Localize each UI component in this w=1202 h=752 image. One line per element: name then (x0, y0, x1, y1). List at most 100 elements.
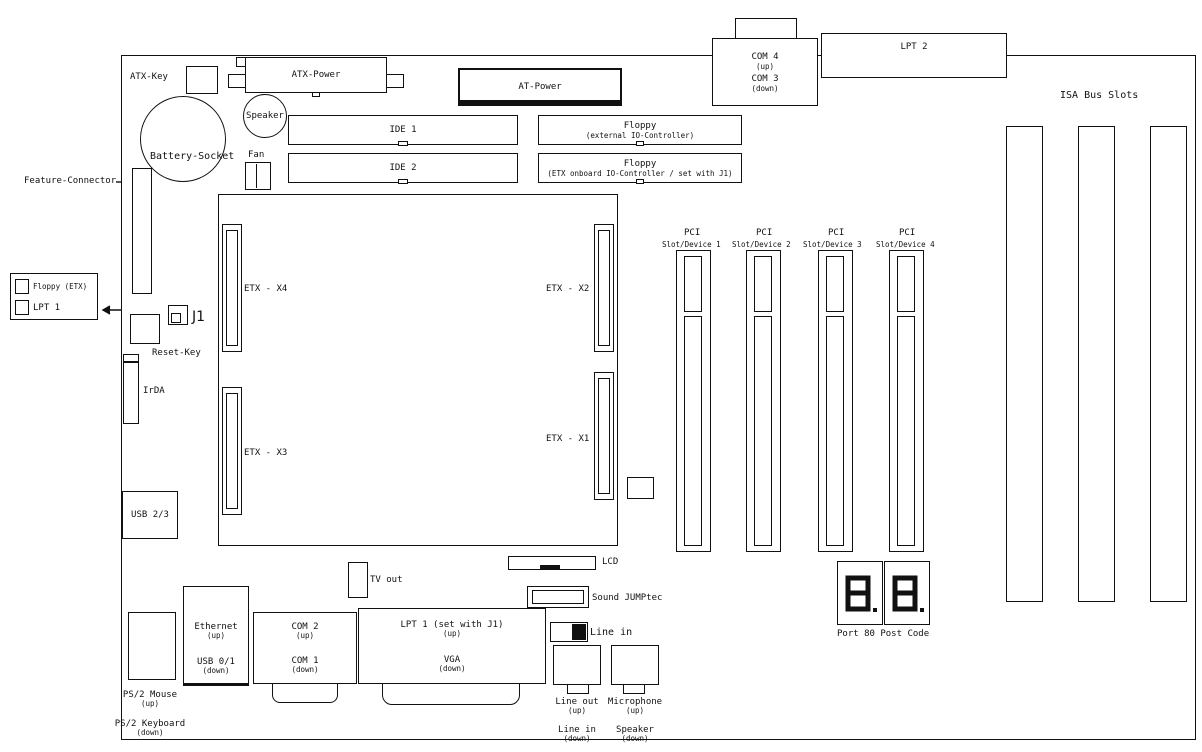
com1-sub: (down) (291, 665, 319, 675)
floppy-etx-key (636, 179, 644, 184)
ethernet-sub: (up) (206, 631, 226, 641)
line-in-fill (572, 624, 586, 640)
ide2-label: IDE 2 (389, 163, 417, 173)
com1-label: COM 1 (291, 656, 319, 666)
usb01-label-group: USB 0/1 (down) (183, 657, 249, 676)
irda-connector (123, 362, 139, 424)
lpt1-vga-connector (358, 608, 546, 684)
pci-slot-1-lower (684, 316, 702, 546)
usb01-sub: (down) (202, 666, 230, 676)
atx-power-side-right (386, 74, 404, 88)
microphone-label-group: Microphone (up) (600, 697, 670, 716)
pci-slot-3-sub: Slot/Device 3 (803, 240, 862, 249)
speaker-out-sub: (down) (621, 734, 649, 744)
port80-label: Port 80 Post Code (837, 629, 930, 639)
atx-power-side-left (228, 74, 246, 88)
etx-module (218, 194, 618, 546)
com3-sub: (down) (751, 83, 779, 93)
lcd-connector (508, 556, 596, 570)
fan-divider (256, 164, 258, 188)
vga-label-group: VGA (down) (358, 655, 546, 674)
usb01-label: USB 0/1 (197, 657, 235, 667)
ide1-connector: IDE 1 (288, 115, 518, 145)
ps2-keyboard-label-group: PS/2 Keyboard (down) (100, 719, 200, 738)
tv-out-label: TV out (370, 575, 403, 585)
floppy-external-key (636, 141, 644, 146)
etx-x4-inner (226, 230, 238, 346)
at-power-label: AT-Power (518, 82, 562, 92)
isa-bus-slots-label: ISA Bus Slots (1060, 90, 1139, 101)
j1-floppy-jumper (15, 279, 29, 294)
line-in-bottom-label: Line in (558, 725, 596, 735)
ps2-mouse-label: PS/2 Mouse (122, 690, 178, 700)
lpt1-label: LPT 1 (set with J1) (400, 620, 504, 630)
lpt1-label-group: LPT 1 (set with J1) (up) (358, 620, 546, 639)
at-power-connector: AT-Power (458, 68, 622, 106)
speaker-out-label-group: Speaker (down) (600, 725, 670, 744)
sound-jumptec-label: Sound JUMPtec (592, 593, 663, 603)
feature-connector (132, 168, 152, 294)
line-out-label: Line out (555, 697, 599, 707)
at-power-base (460, 100, 620, 104)
ide1-label: IDE 1 (389, 125, 417, 135)
pci-slot-2-sub: Slot/Device 2 (732, 240, 791, 249)
pci-slot-4-upper (897, 256, 915, 312)
floppy-etx-label: Floppy (623, 158, 657, 169)
sound-jumptec-inner (532, 590, 584, 604)
lpt2-connector: LPT 2 (821, 33, 1007, 78)
atx-power-notch (312, 92, 320, 97)
etx-x4-label: ETX - X4 (244, 284, 288, 294)
pci-slot-3-title: PCI (828, 228, 845, 238)
atx-key[interactable] (186, 66, 218, 94)
small-chip (627, 477, 654, 499)
floppy-external-connector: Floppy (external IO-Controller) (538, 115, 742, 145)
microphone-label: Microphone (607, 697, 663, 707)
j1-label: J1 (192, 309, 206, 325)
ps2-connector (128, 612, 176, 680)
etx-x3-inner (226, 393, 238, 509)
line-out-label-group: Line out (up) (545, 697, 609, 716)
com2-com1-connector (253, 612, 357, 684)
lcd-pins (540, 565, 560, 569)
line-in-bottom-sub: (down) (563, 734, 591, 744)
feature-connector-label: Feature-Connector (24, 176, 117, 186)
speaker-buzzer (243, 94, 287, 138)
microphone-speaker-jack (611, 645, 659, 685)
irda-top (123, 354, 139, 362)
etx-x1-label: ETX - X1 (546, 434, 590, 444)
com2-sub: (up) (295, 631, 315, 641)
isa-slot-2 (1078, 126, 1115, 602)
fan-label: Fan (248, 150, 265, 160)
pci-slot-2-title: PCI (756, 228, 773, 238)
atx-power-label: ATX-Power (291, 70, 341, 80)
reset-key[interactable] (130, 314, 160, 344)
pci-slot-4-sub: Slot/Device 4 (876, 240, 935, 249)
line-out-jack-tip (567, 684, 589, 694)
lpt2-label: LPT 2 (900, 42, 928, 52)
com4-com3-connector: COM 4 (up) COM 3 (down) (712, 38, 818, 106)
line-in-bottom-label-group: Line in (down) (545, 725, 609, 744)
atx-key-label: ATX-Key (130, 72, 168, 82)
tv-out-connector (348, 562, 368, 598)
ethernet-label-group: Ethernet (up) (183, 622, 249, 641)
j1-floppy-label: Floppy (ETX) (33, 282, 88, 291)
floppy-external-sub: (external IO-Controller) (585, 130, 695, 140)
pci-slot-1-sub: Slot/Device 1 (662, 240, 721, 249)
ps2-mouse-label-group: PS/2 Mouse (up) (100, 690, 200, 709)
ps2-keyboard-sub: (down) (136, 728, 164, 738)
com1-db9-shell (272, 683, 338, 703)
battery-socket (140, 96, 226, 182)
atx-power-connector: ATX-Power (245, 57, 387, 93)
ide2-key (398, 179, 408, 184)
reset-key-label: Reset-Key (152, 348, 201, 358)
irda-label: IrDA (143, 386, 165, 396)
line-out-line-in-jack (553, 645, 601, 685)
pci-slot-3-upper (826, 256, 844, 312)
lpt1-db25-shell (382, 683, 520, 705)
etx-x3-label: ETX - X3 (244, 448, 288, 458)
floppy-etx-sub: (ETX onboard IO-Controller / set with J1… (547, 168, 733, 178)
ethernet-base (183, 683, 249, 686)
j1-lpt-jumper (15, 300, 29, 315)
com4-label: COM 4 (751, 51, 779, 62)
